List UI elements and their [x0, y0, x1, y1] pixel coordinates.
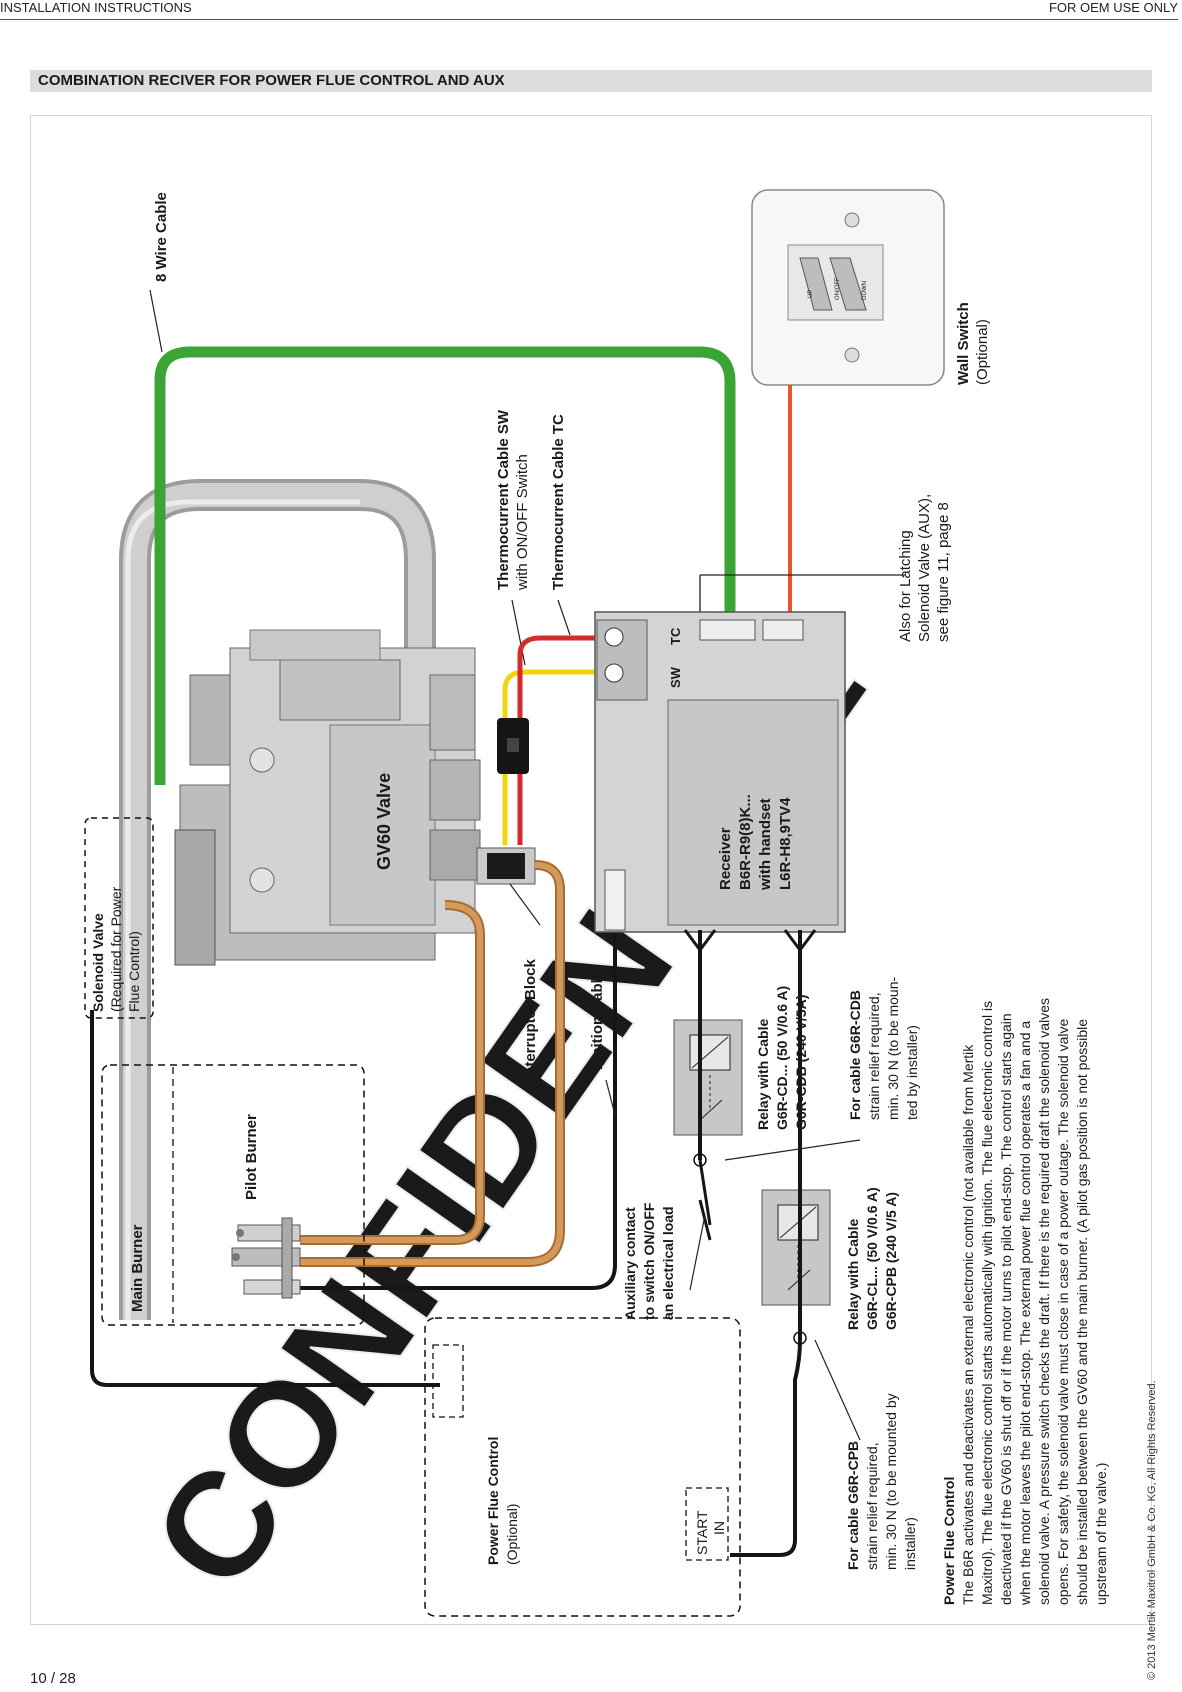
power-flue-control-box	[424, 1317, 741, 1617]
label-8-wire-cable: 8 Wire Cable	[153, 192, 170, 282]
start-in-connector	[685, 1487, 729, 1561]
label-tc-sw-title: Thermocurrent Cable SW	[495, 409, 512, 590]
relay-cl	[761, 1189, 831, 1306]
label-receiver-1: Receiver	[717, 827, 734, 890]
label-start: START	[694, 1510, 710, 1555]
label-solenoid-sub-1: (Required for Power	[108, 886, 124, 1012]
label-ignition-cable: Ignition Cable	[589, 971, 606, 1070]
interrupter-block	[476, 847, 536, 885]
label-cpb-note-4: installer)	[902, 1517, 918, 1570]
label-wall-switch-optional: (Optional)	[974, 319, 991, 385]
label-cpb-note-3: min. 30 N (to be mounted by	[883, 1393, 899, 1570]
description-line: opens. For safety, the solenoid valve mu…	[1055, 1019, 1071, 1605]
label-pilot-burner: Pilot Burner	[243, 1114, 260, 1200]
label-relay-cl-2: G6R-CL... (50 V/0.6 A)	[864, 1187, 880, 1330]
label-wall-switch: Wall Switch	[955, 302, 972, 385]
label-receiver-2: B6R-R9(8)K...	[737, 794, 754, 890]
ignition-cable	[295, 875, 617, 1290]
on-off-rocker-switch	[497, 718, 529, 774]
description-line: Maxitrol). The flue electronic control s…	[979, 1001, 995, 1605]
copyright-note: © 2013 Mertik Maxitrol GmbH & Co. KG, Al…	[1146, 1380, 1158, 1680]
label-aux-note-3: see figure 11, page 8	[935, 502, 952, 642]
description-block: Power Flue Control The B6R activates and…	[941, 998, 1109, 1606]
label-cpb-note-1: For cable G6R-CPB	[845, 1441, 861, 1570]
terminal-tc-label: TC	[668, 627, 683, 645]
label-receiver-4: L6R-H8,9TV4	[777, 797, 794, 890]
label-aux-contact-2: to switch ON/OFF	[641, 1202, 657, 1320]
label-pfc-title: Power Flue Control	[485, 1437, 501, 1565]
label-relay-cd-3: G6R-CDB (240 V/5A)	[793, 995, 809, 1130]
solenoid-connector	[432, 1344, 464, 1418]
description-line: The B6R activates and deactivates an ext…	[960, 1044, 976, 1605]
eight-wire-cable	[154, 346, 736, 785]
label-tc-tc-title: Thermocurrent Cable TC	[550, 414, 567, 590]
label-cdb-note-1: For cable G6R-CDB	[847, 990, 863, 1120]
description-line: solenoid valve. A pressure switch checks…	[1036, 998, 1052, 1605]
description-line: when the motor leaves the pilot end-stop…	[1017, 1021, 1033, 1606]
description-line: deactivated if the GV60 is shut off or i…	[998, 1013, 1014, 1605]
label-aux-note-2: Solenoid Valve (AUX),	[916, 494, 933, 642]
section-title: COMBINATION RECIVER FOR POWER FLUE CONTR…	[30, 70, 1152, 92]
diagram-frame	[30, 115, 1152, 1625]
label-aux-contact-3: an electrical load	[660, 1206, 676, 1320]
label-interrupter-block: Interrupter Block	[522, 958, 539, 1080]
header-oem-note: FOR OEM USE ONLY	[1048, 0, 1178, 15]
page-number: 10 / 28	[30, 1670, 76, 1687]
gas-pipe	[119, 479, 436, 1320]
header-title: INSTALLATION INSTRUCTIONS	[0, 0, 192, 15]
label-solenoid-title: Solenoid Valve	[90, 913, 106, 1012]
label-gv60: GV60 Valve	[374, 773, 394, 870]
burner-box	[101, 1064, 365, 1326]
description-line: should be installed between the GV60 and…	[1074, 1019, 1090, 1605]
label-main-burner: Main Burner	[129, 1224, 146, 1312]
label-aux-note-1: Also for Latching	[897, 530, 914, 642]
wall-switch: UP ON/OFF DOWN	[751, 189, 945, 386]
header-divider	[0, 19, 1178, 20]
label-in: IN	[711, 1521, 727, 1535]
switch-onoff-label: ON/OFF	[835, 277, 841, 300]
description-title: Power Flue Control	[941, 1477, 957, 1605]
description-line: upstream of the valve.)	[1093, 1463, 1109, 1605]
label-relay-cl-3: G6R-CPB (240 V/5 A)	[883, 1192, 899, 1330]
label-cdb-note-3: min. 30 N (to be moun-	[885, 976, 901, 1120]
label-relay-cl-1: Relay with Cable	[845, 1219, 861, 1330]
pilot-burner-assembly	[231, 1217, 301, 1299]
label-aux-contact-1: Auxiliary contact	[622, 1207, 638, 1320]
label-pfc-optional: (Optional)	[504, 1504, 520, 1565]
label-cdb-note-4: ted by installer)	[904, 1025, 920, 1120]
solenoid-valve-box	[84, 817, 154, 1019]
gv60-valve	[174, 629, 481, 966]
relay-cl-cable	[730, 930, 802, 1557]
label-solenoid-sub-2: Flue Control)	[126, 931, 142, 1012]
solenoid-cable	[90, 1010, 440, 1387]
switch-down-label: DOWN	[862, 281, 868, 300]
label-tc-sw-sub: with ON/OFF Switch	[514, 454, 531, 591]
thermocurrent-cable-tc	[517, 635, 612, 845]
label-cpb-note-2: strain relief required,	[864, 1442, 880, 1570]
label-cdb-note-2: strain relief required,	[866, 992, 882, 1120]
label-relay-cd-1: Relay with Cable	[755, 1019, 771, 1130]
receiver-unit	[594, 611, 846, 933]
relay-cd	[673, 1019, 743, 1136]
label-receiver-3: with handset	[757, 798, 774, 891]
thermocurrent-cable-sw	[502, 669, 612, 845]
switch-up-label: UP	[808, 290, 814, 298]
terminal-sw-label: SW	[668, 666, 683, 688]
label-relay-cd-2: G6R-CD... (50 V/0.6 A)	[774, 986, 790, 1130]
